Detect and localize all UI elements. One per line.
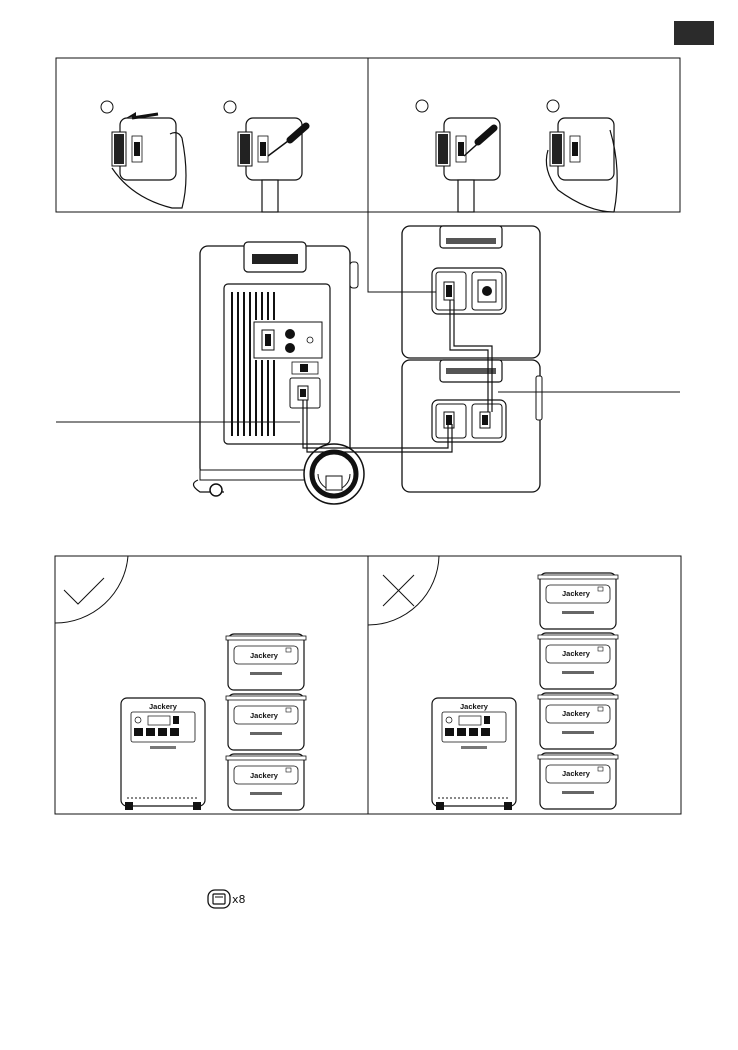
step-1-illustration bbox=[112, 112, 186, 208]
check-mark-icon bbox=[55, 556, 128, 623]
battery-quantity-text: x8 bbox=[232, 893, 246, 906]
callout-lines bbox=[56, 212, 680, 422]
brand-label-station: Jackery bbox=[460, 702, 489, 711]
cross-mark-icon bbox=[368, 556, 439, 625]
battery-pack-icon bbox=[207, 889, 231, 909]
step-2-illustration bbox=[238, 118, 306, 212]
step-circle-1 bbox=[101, 101, 113, 113]
brand-label-battery: Jackery bbox=[562, 709, 591, 718]
connection-diagram bbox=[56, 212, 680, 504]
correct-stack-illustration: Jackery Jackery Jackery Jackery bbox=[121, 634, 306, 810]
step-4-illustration bbox=[546, 118, 617, 212]
step-3-illustration bbox=[436, 118, 500, 212]
incorrect-stack-illustration: Jackery Jackery Jackery Jackery Jackery bbox=[432, 573, 618, 810]
battery-quantity-badge: x8 bbox=[207, 889, 246, 909]
step-circle-2 bbox=[224, 101, 236, 113]
expansion-battery-lower bbox=[402, 360, 542, 492]
power-station-side-view bbox=[193, 242, 364, 504]
brand-label-station: Jackery bbox=[149, 702, 178, 711]
brand-label-battery: Jackery bbox=[250, 651, 279, 660]
stacking-comparison-panel: Jackery Jackery Jackery Jackery Jackery … bbox=[55, 556, 681, 814]
step-circle-3 bbox=[416, 100, 428, 112]
brand-label-battery: Jackery bbox=[562, 769, 591, 778]
step-circle-4 bbox=[547, 100, 559, 112]
brand-label-battery: Jackery bbox=[250, 711, 279, 720]
lid-removal-steps-panel bbox=[56, 58, 680, 212]
brand-label-battery: Jackery bbox=[250, 771, 279, 780]
brand-label-battery: Jackery bbox=[562, 589, 591, 598]
brand-label-battery: Jackery bbox=[562, 649, 591, 658]
